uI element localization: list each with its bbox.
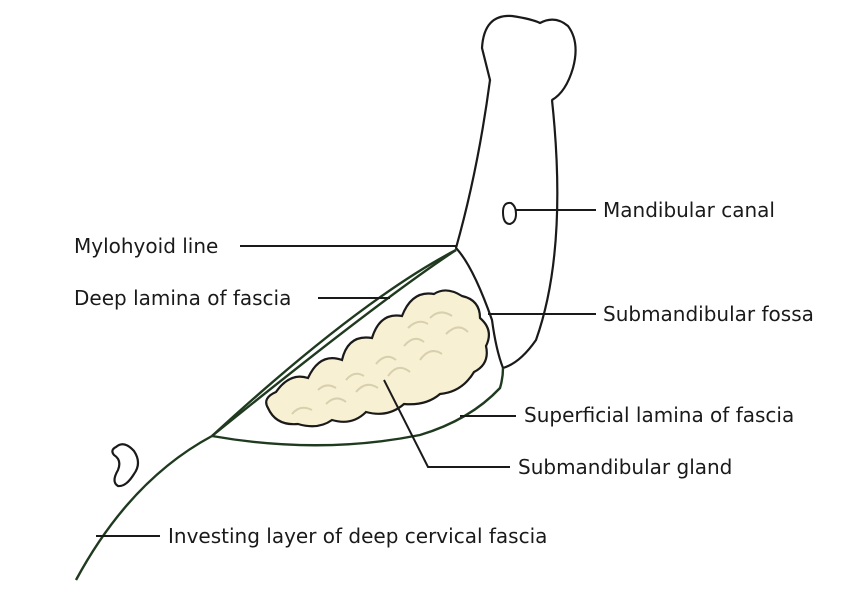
label-investing-layer: Investing layer of deep cervical fascia — [168, 524, 548, 548]
label-submandibular-gland: Submandibular gland — [518, 455, 733, 479]
label-deep-lamina: Deep lamina of fascia — [74, 286, 292, 310]
label-mylohyoid-line: Mylohyoid line — [74, 234, 219, 258]
investing-layer-fascia — [74, 248, 457, 581]
leader-submandibular-gland — [383, 379, 510, 468]
label-superficial-lamina: Superficial lamina of fascia — [524, 403, 795, 427]
submandibular-gland — [265, 289, 491, 428]
hyoid-bone — [111, 443, 140, 488]
mandibular-canal — [501, 201, 518, 226]
label-submandibular-fossa: Submandibular fossa — [603, 302, 814, 326]
label-mandibular-canal: Mandibular canal — [603, 198, 775, 222]
superficial-lamina-fascia — [211, 367, 505, 447]
deep-lamina-fascia — [211, 248, 457, 437]
